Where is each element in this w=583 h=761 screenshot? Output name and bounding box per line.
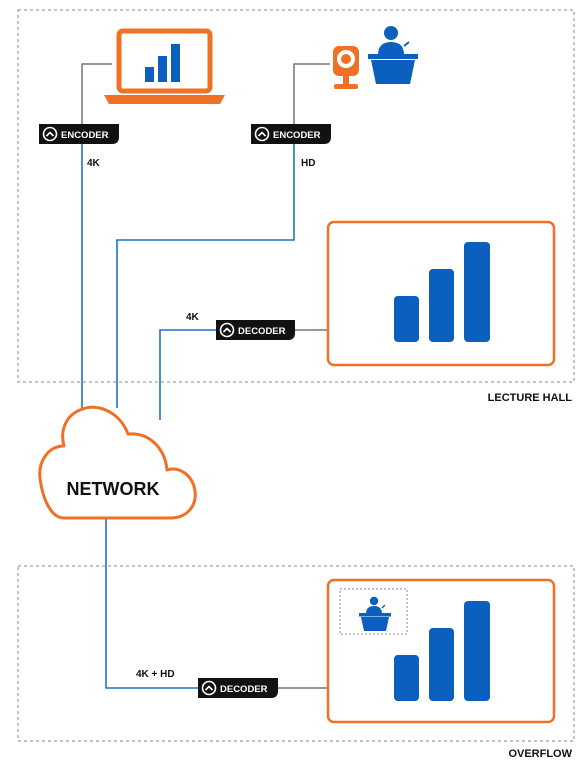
- network-links: [81, 143, 295, 689]
- decoder-lecture-badge: DECODER: [216, 320, 295, 340]
- webcam-icon: [333, 46, 359, 89]
- display-bar: [394, 655, 419, 701]
- display-bar: [464, 601, 490, 701]
- decoder-overflow-badge: DECODER: [198, 678, 278, 698]
- network-cloud: NETWORK: [38, 405, 197, 520]
- laptop-chart-icon: [104, 28, 225, 104]
- decoder-lecture-signal: 4K: [186, 312, 200, 323]
- link-overflow-decoder: [105, 518, 200, 689]
- lecture-hall-zone: [17, 9, 575, 383]
- link-camera-encoder: [116, 143, 295, 408]
- overflow-label: OVERFLOW: [508, 748, 572, 760]
- encoder-laptop-label: ENCODER: [61, 130, 109, 141]
- chevron-up-circle-icon: [219, 322, 235, 338]
- encoder-camera-label: ENCODER: [273, 130, 321, 141]
- display-bar: [429, 269, 454, 342]
- encoder-camera-badge: ENCODER: [251, 124, 331, 144]
- display-bar: [429, 628, 454, 701]
- device-cables: [81, 63, 330, 689]
- lecture-hall-display: [326, 220, 556, 367]
- display-bar: [464, 242, 490, 342]
- decoder-overflow-signal: 4K + HD: [136, 669, 175, 680]
- encoder-camera-signal: HD: [301, 158, 315, 169]
- encoder-laptop-signal: 4K: [87, 158, 101, 169]
- chevron-up-circle-icon: [201, 680, 217, 696]
- encoder-laptop-badge: ENCODER: [39, 124, 119, 144]
- decoder-overflow-label: DECODER: [220, 684, 268, 695]
- chevron-up-circle-icon: [254, 126, 270, 142]
- decoder-lecture-label: DECODER: [238, 326, 286, 337]
- chevron-up-circle-icon: [42, 126, 58, 142]
- overflow-zone: [17, 565, 575, 742]
- presenter-at-podium-icon: [368, 26, 418, 84]
- presenter-at-podium-icon: [359, 596, 391, 631]
- lecture-hall-label: LECTURE HALL: [488, 392, 573, 404]
- link-lecture-decoder: [159, 329, 218, 420]
- network-label: NETWORK: [67, 479, 160, 499]
- overflow-display: [326, 578, 556, 724]
- display-bar: [394, 296, 419, 342]
